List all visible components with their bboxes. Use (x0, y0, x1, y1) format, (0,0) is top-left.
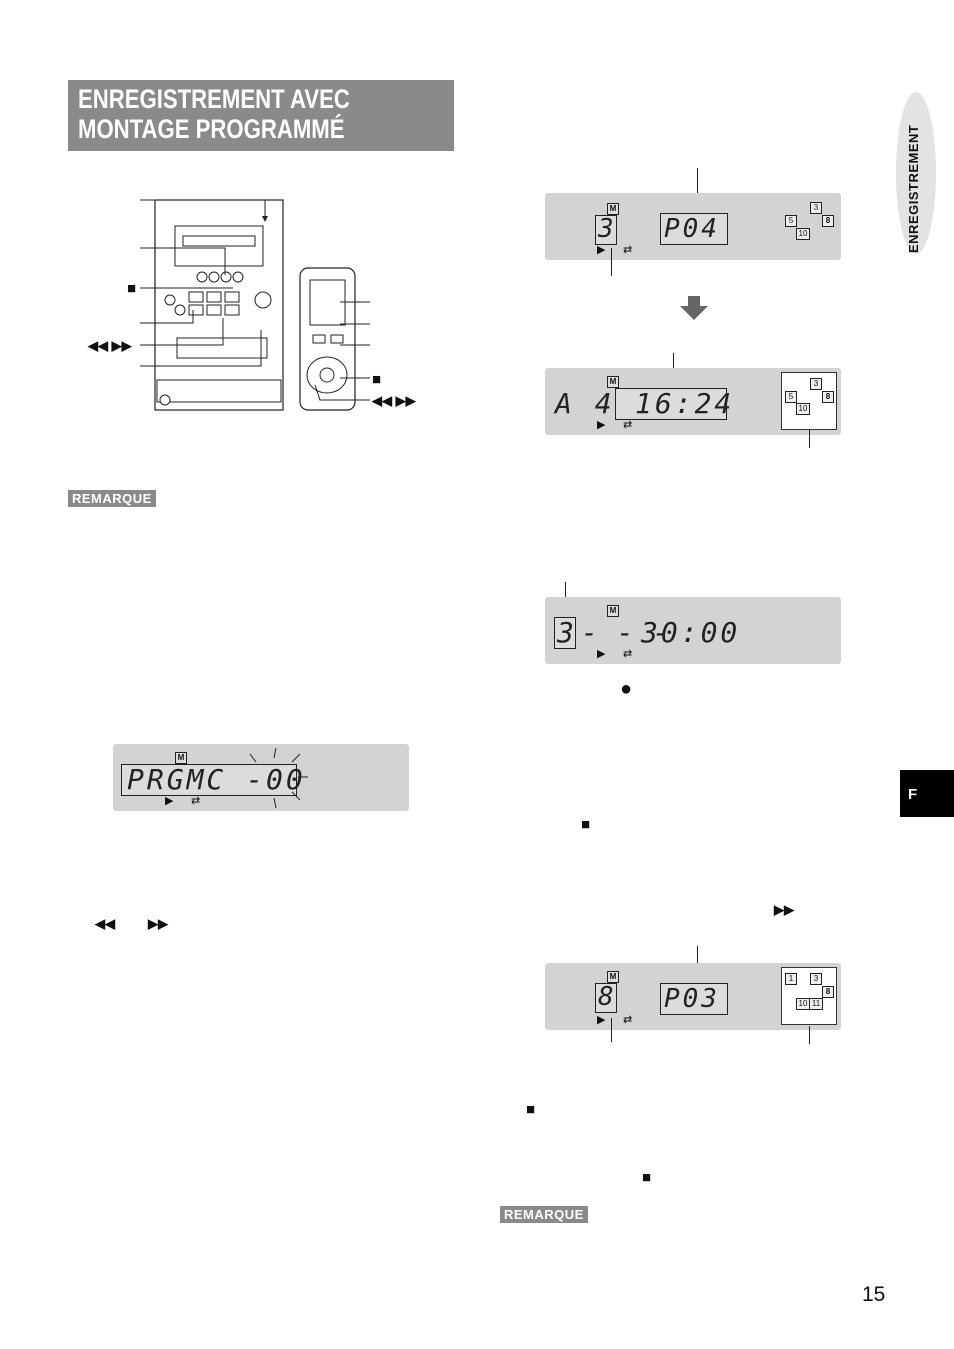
lcd-track-number: 8 (598, 982, 617, 1012)
lcd-main-text: P04 (664, 214, 720, 244)
down-arrow-icon (680, 296, 708, 320)
rew-symbol: ◀◀ (95, 916, 115, 931)
play-indicator: ▶ (597, 419, 606, 431)
track-box: 11 (809, 998, 823, 1010)
repeat-indicator: ⇄ (623, 1014, 633, 1026)
stop-symbol: ■ (526, 1101, 536, 1118)
title-line-2: MONTAGE PROGRAMMÉ (78, 114, 345, 144)
m-indicator: M (175, 752, 187, 764)
ff-symbol: ▶▶ (774, 902, 794, 917)
track-box: 3 (810, 378, 822, 390)
track-box: 10 (796, 228, 810, 240)
blink-rays-icon (249, 747, 308, 809)
lcd-display-1: M 3 P04 ▶ ⇄ 3 5 8 10 (545, 193, 841, 260)
play-indicator: ▶ (597, 244, 606, 256)
play-indicator: ▶ (597, 1014, 606, 1026)
lcd-display-3: M 3 - - - 30:00 ▶ ⇄ (545, 597, 841, 664)
section-tab-background (896, 92, 936, 254)
m-indicator: M (607, 605, 619, 617)
remote-rew-ff-symbol-label: ◀◀ ▶▶ (372, 393, 416, 408)
title-line-1: ENREGISTREMENT AVEC (78, 84, 350, 114)
remark-label-2: REMARQUE (500, 1206, 588, 1223)
lcd-program-text: PRGMC -00 (127, 763, 306, 796)
lcd-main-text: 16:24 (635, 387, 735, 420)
track-grid-panel: 3 5 8 10 (781, 372, 837, 430)
repeat-indicator: ⇄ (623, 244, 633, 256)
remote-stop-symbol-label: ■ (372, 371, 382, 388)
lcd-program-display: M PRGMC -00 ▶ ⇄ (113, 744, 409, 811)
lcd-dashes: - - - (581, 616, 671, 649)
m-indicator: M (607, 203, 619, 215)
track-box: 8 (822, 986, 834, 998)
track-grid-panel: 1 3 8 10 11 (781, 967, 837, 1025)
track-box: 1 (785, 973, 797, 985)
track-box: 10 (796, 998, 810, 1010)
stop-symbol: ■ (581, 816, 591, 833)
m-indicator: M (607, 971, 619, 983)
track-box: 5 (785, 215, 797, 227)
m-indicator: M (607, 376, 619, 388)
lcd-track-number: 3 (598, 214, 617, 244)
ff-symbol: ▶▶ (148, 916, 168, 931)
page-number: 15 (862, 1283, 886, 1306)
lcd-display-5: M 8 P03 ▶ ⇄ 1 3 8 10 11 (545, 963, 841, 1030)
track-box: 3 (810, 973, 822, 985)
lcd-track-number: 3 (557, 616, 577, 649)
stereo-system-illustration (140, 199, 370, 411)
play-indicator: ▶ (597, 648, 606, 660)
record-dot-symbol: ● (620, 678, 633, 700)
play-indicator: ▶ (165, 795, 174, 807)
stop-symbol: ■ (642, 1169, 652, 1186)
track-box: 8 (822, 391, 834, 403)
stop-symbol-label: ■ (127, 280, 137, 297)
page-title: ENREGISTREMENT AVEC MONTAGE PROGRAMMÉ (68, 80, 454, 151)
repeat-indicator: ⇄ (191, 795, 201, 807)
repeat-indicator: ⇄ (623, 648, 633, 660)
lcd-main-text: P03 (664, 984, 720, 1014)
section-tab-label: ENREGISTREMENT (906, 124, 921, 253)
lcd-side-track: A 4 (555, 387, 615, 420)
language-tab: F (900, 770, 954, 817)
lcd-display-2: M A 4 16:24 ▶ ⇄ 3 5 8 10 (545, 368, 841, 435)
lcd-main-text: 30:00 (641, 616, 741, 649)
rew-ff-symbol-label: ◀◀ ▶▶ (88, 338, 132, 353)
remark-label-1: REMARQUE (68, 490, 156, 507)
repeat-indicator: ⇄ (623, 419, 633, 431)
track-box: 5 (785, 391, 797, 403)
track-box: 8 (822, 215, 834, 227)
track-box: 10 (796, 403, 810, 415)
track-box: 3 (810, 202, 822, 214)
